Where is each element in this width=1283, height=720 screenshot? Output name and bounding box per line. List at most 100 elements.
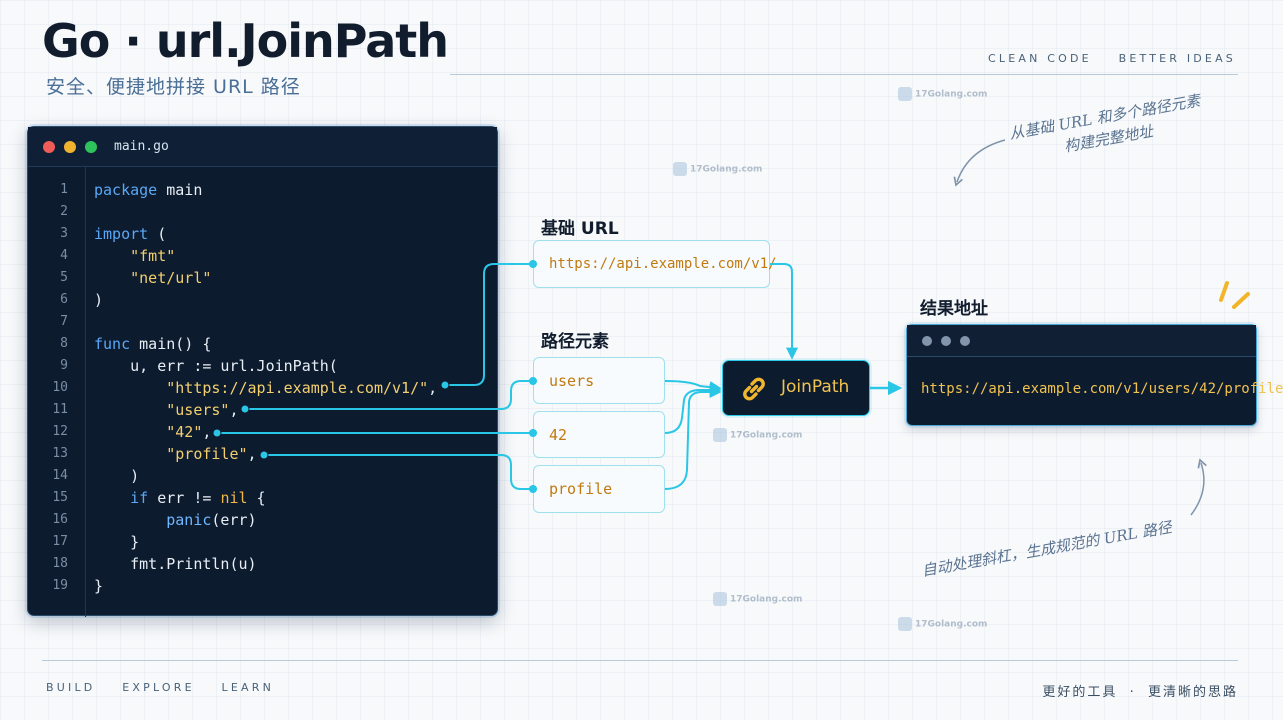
code-text: ) bbox=[94, 467, 140, 485]
window-dot bbox=[922, 336, 932, 346]
result-window-titlebar bbox=[907, 325, 1256, 357]
result-url: https://api.example.com/v1/users/42/prof… bbox=[921, 381, 1283, 397]
line-number: 6 bbox=[60, 292, 68, 307]
line-number: 18 bbox=[52, 556, 68, 571]
code-line: 3 import ( bbox=[28, 223, 497, 245]
base-url-value: https://api.example.com/v1/ bbox=[549, 256, 777, 272]
connector-profile-to-joinpath bbox=[664, 386, 722, 490]
code-text: "42", bbox=[166, 423, 212, 441]
watermark-text: 17Golang.com bbox=[915, 619, 988, 630]
watermark-logo-icon bbox=[898, 87, 912, 101]
code-line: 5 "net/url" bbox=[28, 267, 497, 289]
watermark-text: 17Golang.com bbox=[690, 164, 763, 175]
line-number: 12 bbox=[52, 424, 68, 439]
code-text: func main() { bbox=[94, 335, 212, 353]
line-number: 13 bbox=[52, 446, 68, 461]
watermark-text: 17Golang.com bbox=[915, 89, 988, 100]
code-filename: main.go bbox=[114, 139, 169, 154]
annotation-top: 从基础 URL 和多个路径元素 构建完整地址 bbox=[1008, 90, 1206, 167]
line-number: 1 bbox=[60, 182, 68, 197]
page-title: Go · url.JoinPath bbox=[42, 14, 449, 68]
code-text: package main bbox=[94, 181, 203, 199]
joinpath-function-box: JoinPath bbox=[722, 360, 870, 416]
line-number: 3 bbox=[60, 226, 68, 241]
code-line: 2 bbox=[28, 201, 497, 223]
code-text: if err != nil { bbox=[130, 489, 266, 507]
watermark-text: 17Golang.com bbox=[730, 430, 803, 441]
line-number: 15 bbox=[52, 490, 68, 505]
code-line: 8 func main() { bbox=[28, 333, 497, 355]
segment-box-profile: profile bbox=[533, 465, 665, 513]
code-text: } bbox=[94, 533, 140, 551]
line-number: 16 bbox=[52, 512, 68, 527]
line-number: 11 bbox=[52, 402, 68, 417]
code-text: "users", bbox=[166, 401, 239, 419]
watermark: 17Golang.com bbox=[713, 592, 802, 606]
watermark: 17Golang.com bbox=[713, 428, 802, 442]
segment-value: 42 bbox=[549, 425, 568, 444]
line-number: 14 bbox=[52, 468, 68, 483]
annotation-arrow-top bbox=[953, 139, 1006, 187]
watermark: 17Golang.com bbox=[673, 162, 762, 176]
code-line: 16 panic(err) bbox=[28, 509, 497, 531]
maximize-window-dot bbox=[85, 141, 97, 153]
code-text: "fmt" bbox=[130, 247, 176, 265]
code-text: panic(err) bbox=[166, 511, 257, 529]
code-line: 9 u, err := url.JoinPath( bbox=[28, 355, 497, 377]
code-text: "https://api.example.com/v1/", bbox=[166, 379, 438, 397]
code-line: 7 bbox=[28, 311, 497, 333]
watermark: 17Golang.com bbox=[898, 87, 987, 101]
line-number: 7 bbox=[60, 314, 68, 329]
line-number: 10 bbox=[52, 380, 68, 395]
footer-slogan: 更好的工具 · 更清晰的思路 bbox=[1042, 685, 1238, 700]
link-icon bbox=[743, 377, 765, 401]
code-text: u, err := url.JoinPath( bbox=[94, 357, 338, 375]
code-line: 6) bbox=[28, 289, 497, 311]
code-line: 12 "42", bbox=[28, 421, 497, 443]
code-text: ) bbox=[94, 291, 104, 309]
line-number: 4 bbox=[60, 248, 68, 263]
line-number: 9 bbox=[60, 358, 68, 373]
line-number: 17 bbox=[52, 534, 68, 549]
window-dot bbox=[941, 336, 951, 346]
watermark-logo-icon bbox=[898, 617, 912, 631]
annotation-arrow-bottom bbox=[1190, 458, 1207, 516]
code-line: 10 "https://api.example.com/v1/", bbox=[28, 377, 497, 399]
result-label: 结果地址 bbox=[920, 299, 988, 319]
line-number: 8 bbox=[60, 336, 68, 351]
watermark-logo-icon bbox=[713, 592, 727, 606]
base-url-box: https://api.example.com/v1/ bbox=[533, 240, 777, 288]
result-window: https://api.example.com/v1/users/42/prof… bbox=[906, 324, 1283, 426]
code-text: "profile", bbox=[166, 445, 257, 463]
joinpath-label: JoinPath bbox=[781, 377, 850, 397]
code-line: 14 ) bbox=[28, 465, 497, 487]
connector-users-to-joinpath bbox=[664, 380, 722, 394]
code-line: 4 "fmt" bbox=[28, 245, 497, 267]
watermark-text: 17Golang.com bbox=[730, 594, 803, 605]
sparkle-icon bbox=[1219, 281, 1250, 309]
line-number: 5 bbox=[60, 270, 68, 285]
connector-base-to-joinpath bbox=[770, 263, 798, 360]
code-line: 15 if err != nil { bbox=[28, 487, 497, 509]
segment-box-42: 42 bbox=[533, 411, 665, 458]
line-number: 19 bbox=[52, 578, 68, 593]
base-url-label: 基础 URL bbox=[541, 219, 619, 239]
code-window-titlebar: main.go bbox=[28, 127, 497, 167]
header-divider bbox=[450, 74, 1238, 75]
annotation-bottom: 自动处理斜杠，生成规范的 URL 路径 bbox=[920, 518, 1174, 580]
code-text: fmt.Println(u) bbox=[94, 555, 257, 573]
code-text: "net/url" bbox=[130, 269, 212, 287]
gutter-divider bbox=[85, 167, 86, 617]
close-window-dot bbox=[43, 141, 55, 153]
code-line: 11 "users", bbox=[28, 399, 497, 421]
footer-divider bbox=[42, 660, 1238, 661]
tagline-bottom: BUILD EXPLORE LEARN bbox=[46, 681, 274, 694]
code-line: 19} bbox=[28, 575, 497, 597]
tagline-top: CLEAN CODE BETTER IDEAS bbox=[988, 52, 1236, 65]
line-number: 2 bbox=[60, 204, 68, 219]
window-dot bbox=[960, 336, 970, 346]
code-text: import ( bbox=[94, 225, 167, 243]
code-line: 17 } bbox=[28, 531, 497, 553]
segment-box-users: users bbox=[533, 357, 665, 404]
